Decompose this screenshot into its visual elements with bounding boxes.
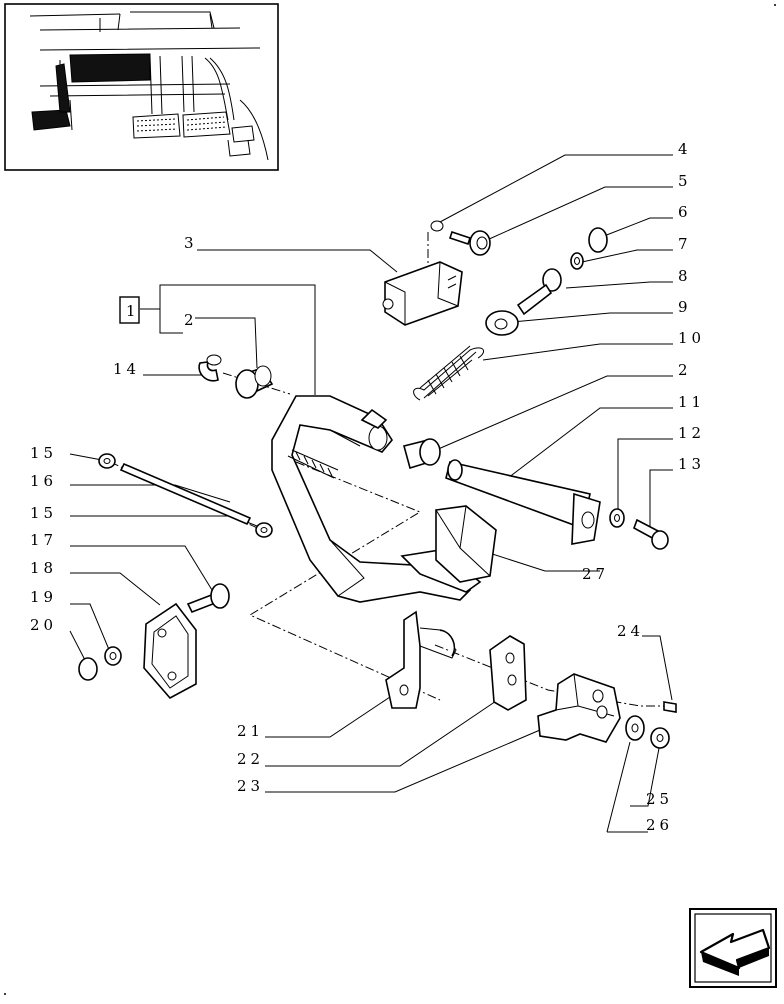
callout-10: 10 xyxy=(678,329,705,347)
callout-15-top: 15 xyxy=(30,444,57,462)
callout-13: 13 xyxy=(678,455,705,473)
callout-15-bottom: 15 xyxy=(30,504,57,522)
callout-20: 20 xyxy=(30,616,57,634)
callout-17: 17 xyxy=(30,531,57,549)
callout-2-left: 2 xyxy=(184,311,198,329)
callout-1-box xyxy=(119,296,140,324)
callout-19: 19 xyxy=(30,588,57,606)
callout-5: 5 xyxy=(678,172,692,190)
callout-24: 24 xyxy=(617,622,644,640)
callout-8: 8 xyxy=(678,267,692,285)
pedal-location-inset xyxy=(4,3,279,171)
callout-2-right: 2 xyxy=(678,361,692,379)
callout-4: 4 xyxy=(678,140,692,158)
clutch-pedal-parts xyxy=(78,220,677,749)
callout-25: 25 xyxy=(646,790,673,808)
callout-12: 12 xyxy=(678,424,705,442)
callout-7: 7 xyxy=(678,235,692,253)
callout-26: 26 xyxy=(646,816,673,834)
callout-labels: 4 5 6 7 8 9 10 2 11 12 13 3 1 2 14 15 16… xyxy=(30,140,705,834)
callout-27: 27 xyxy=(582,565,609,583)
callout-21: 21 xyxy=(237,722,264,740)
callout-9: 9 xyxy=(678,298,692,316)
callout-11: 11 xyxy=(678,393,705,411)
callout-14: 14 xyxy=(113,360,140,378)
callout-1: 1 xyxy=(126,302,140,320)
callout-18: 18 xyxy=(30,559,57,577)
callout-23: 23 xyxy=(237,777,264,795)
callout-16: 16 xyxy=(30,472,57,490)
callout-22: 22 xyxy=(237,750,264,768)
next-page-arrow-icon[interactable] xyxy=(689,908,777,988)
callout-6: 6 xyxy=(678,203,692,221)
callout-3: 3 xyxy=(184,234,198,252)
